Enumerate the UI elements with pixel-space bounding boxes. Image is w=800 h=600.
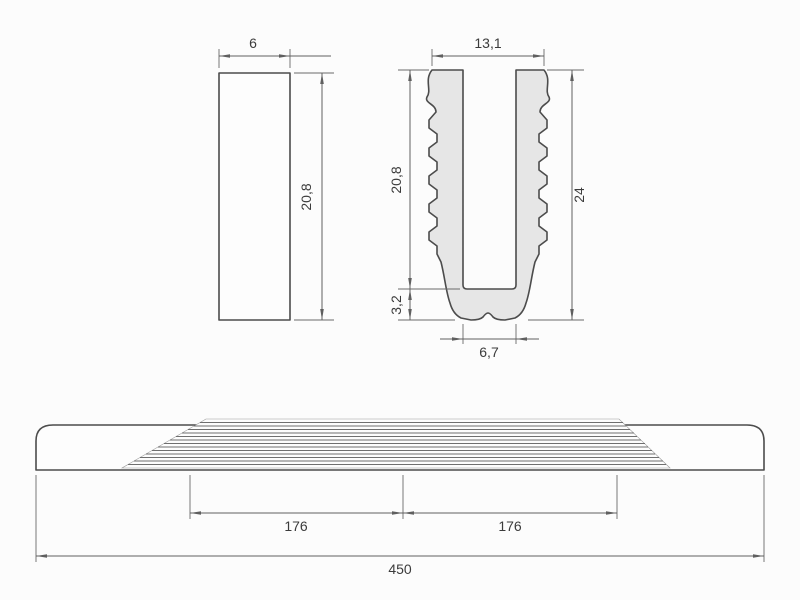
arrowhead: [516, 337, 527, 341]
view-insert-side: 6 20,8: [218, 35, 334, 321]
section-overall-height-dimension: 24: [528, 69, 587, 321]
arrowhead: [392, 511, 403, 515]
arrowhead: [320, 309, 324, 320]
dim-label-section-top-width: 13,1: [474, 35, 501, 51]
arrowhead: [408, 289, 412, 300]
dim-label-section-base-thickness: 3,2: [388, 295, 404, 315]
arrowhead: [219, 54, 230, 58]
dim-label-left-segment: 176: [284, 518, 308, 534]
arrowhead: [408, 278, 412, 289]
arrowhead: [533, 54, 544, 58]
dim-label-section-channel-width: 6,7: [479, 344, 499, 360]
length-left-segment-dimension: 176: [189, 475, 404, 534]
dim-label-section-overall-height: 24: [571, 187, 587, 203]
arrowhead: [36, 554, 47, 558]
insert-height-dimension: 20,8: [294, 72, 334, 321]
arrowhead: [452, 337, 463, 341]
dim-label-insert-height: 20,8: [298, 183, 314, 210]
section-channel-width-dimension: 6,7: [440, 324, 539, 360]
insert-width-dimension: 6: [218, 35, 331, 68]
arrowhead: [606, 511, 617, 515]
arrowhead: [570, 309, 574, 320]
dim-label-section-channel-depth: 20,8: [388, 166, 404, 193]
arrowhead: [432, 54, 443, 58]
profile-outline: [425, 69, 551, 321]
view-profile-section: 13,1 20,8 3,2 24: [388, 35, 587, 360]
arrowhead: [408, 309, 412, 320]
section-base-thickness-dimension: 3,2: [388, 289, 455, 321]
dim-label-insert-width: 6: [249, 35, 257, 51]
arrowhead: [408, 70, 412, 81]
arrowhead: [753, 554, 764, 558]
arrowhead: [279, 54, 290, 58]
dim-label-right-segment: 176: [498, 518, 522, 534]
insert-body: [218, 72, 291, 321]
view-full-length: 176 176 450: [35, 418, 765, 577]
arrowhead: [570, 70, 574, 81]
ribbed-surface: [120, 418, 671, 469]
dim-label-overall-length: 450: [388, 561, 412, 577]
length-right-segment-dimension: 176: [403, 475, 618, 534]
length-overall-dimension: 450: [35, 475, 765, 577]
arrowhead: [320, 73, 324, 84]
section-top-width-dimension: 13,1: [431, 35, 545, 66]
arrowhead: [403, 511, 414, 515]
arrowhead: [190, 511, 201, 515]
section-channel-depth-dimension: 20,8: [388, 69, 460, 290]
